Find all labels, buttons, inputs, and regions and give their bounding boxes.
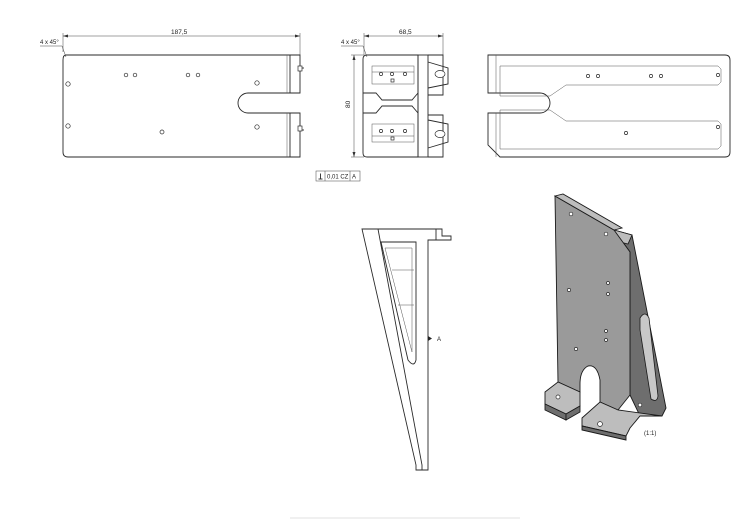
scale-label: (1:1) [644,431,656,437]
datum-label: A [437,337,441,343]
front-chamfer-label: 4 x 45° [40,40,59,46]
profile-window [380,241,417,365]
side-width-dimension: 68,5 [399,29,412,36]
profile-view: A [361,228,452,471]
front-width-dimension: 187,5 [171,29,188,36]
rear-plate-outline [487,54,731,158]
side-chamfer-label: 4 x 45° [341,40,360,46]
tolerance-datum: A [352,175,356,181]
tolerance-frame: 0,01 CZ A [315,170,361,182]
front-view: 187,5 4 x 45° [40,29,304,158]
side-body-outline [362,54,419,158]
mounting-hole [65,81,71,87]
tolerance-value: 0,01 CZ [327,175,349,181]
rear-view [487,54,731,158]
isometric-view: (1:1) [544,193,667,441]
front-plate-outline [62,54,301,158]
side-view: 68,5 4 x 45° 80 [341,29,449,158]
mounting-hole [65,123,71,129]
side-height-dimension: 80 [345,100,352,108]
profile-outline [361,228,423,471]
